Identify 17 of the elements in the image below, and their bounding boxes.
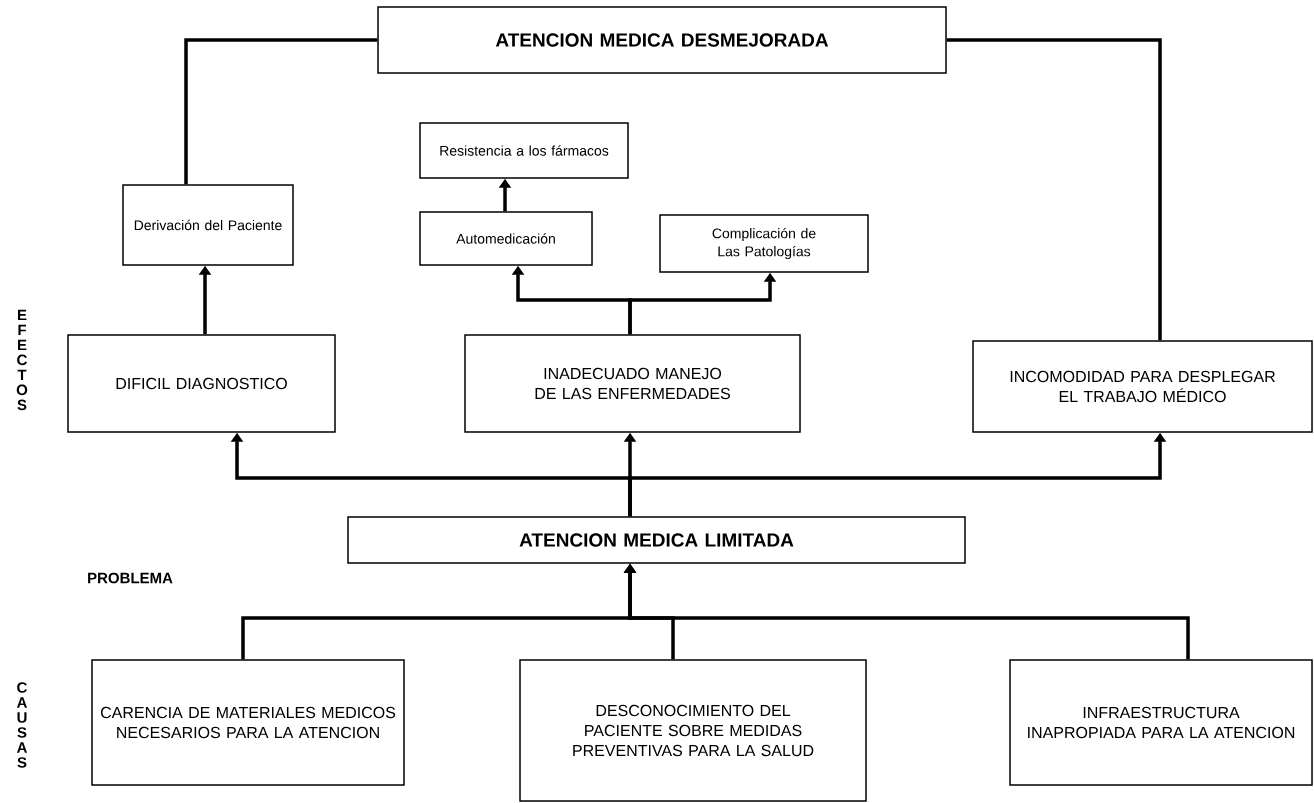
side-label: EFECTOS <box>16 309 28 411</box>
effect-box: INADECUADO MANEJO DE LAS ENFERMEDADES <box>464 334 801 433</box>
problem-box: ATENCION MEDICA LIMITADA <box>347 516 966 564</box>
cause-box: DESCONOCIMIENTO DEL PACIENTE SOBRE MEDIDAS PREVENTIVAS PARA LA SALUD <box>519 659 867 802</box>
section-label: PROBLEMA <box>88 572 173 584</box>
effect-box: Derivación del Paciente <box>122 184 294 266</box>
effect-box: DIFICIL DIAGNOSTICO <box>67 334 336 433</box>
side-label: CAUSAS <box>16 682 27 768</box>
effect-box: INCOMODIDAD PARA DESPLEGAR EL TRABAJO MÉDICO <box>972 340 1313 433</box>
connector-line <box>946 38 1162 341</box>
effect-box: Resistencia a los fármacos <box>419 122 629 179</box>
effect-box: Complicación de Las Patologías <box>659 214 869 273</box>
cause-box: INFRAESTRUCTURA INAPROPIADA PARA LA ATENCION <box>1009 659 1313 786</box>
cause-box: CARENCIA DE MATERIALES MEDICOS NECESARIOS PARA LA ATENCION <box>91 659 405 786</box>
connector-line <box>184 38 378 185</box>
effect-box: ATENCION MEDICA DESMEJORADA <box>377 6 947 74</box>
effect-box: Automedicación <box>419 211 593 266</box>
